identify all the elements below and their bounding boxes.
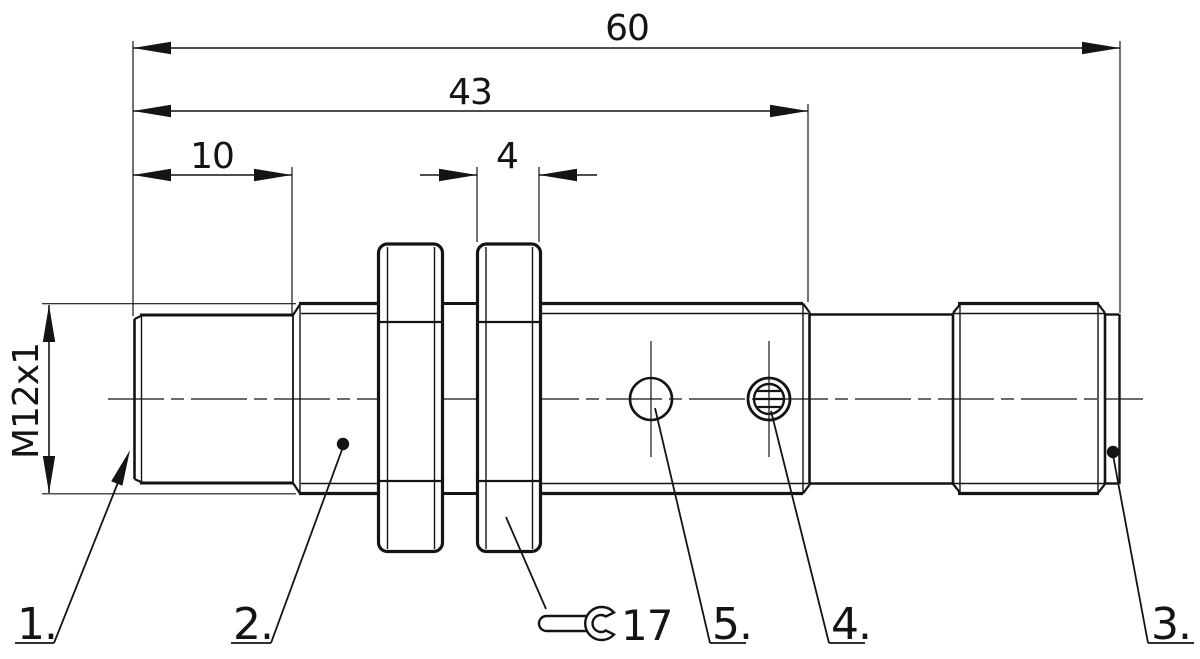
wrench-head (584, 605, 616, 642)
chamfer-diagonal (802, 302, 811, 314)
arrowhead-down (42, 456, 56, 493)
callout-2: 2. (231, 437, 350, 650)
chamfer-diagonal (802, 483, 811, 495)
leader-line (1112, 454, 1149, 644)
hex-nut-outline (475, 242, 543, 554)
callout-1: 1. (15, 450, 130, 650)
arrowhead-left (133, 41, 171, 55)
chamfer-diagonal (292, 303, 301, 316)
between-nuts-barrel (442, 302, 478, 495)
callout-label-4: 4. (831, 599, 871, 650)
callout-label-1: 1. (17, 599, 57, 650)
open-end-wrench-icon (537, 605, 616, 642)
connector-end-cap (1105, 313, 1121, 485)
callout-3: 3. (1106, 445, 1194, 650)
shoulder-section (299, 301, 379, 496)
dimension-value-60: 60 (605, 8, 649, 49)
arrowhead-left (439, 168, 477, 182)
leader-arrowhead (111, 450, 130, 486)
hex-nut-lock (475, 242, 543, 554)
dimension-value-4: 4 (496, 136, 518, 177)
thread-spec-label: M12x1 (6, 343, 47, 459)
arrowhead-right (539, 168, 577, 182)
dimension-thread-spec: M12x1 (6, 303, 296, 495)
callout-5: 5. (654, 407, 753, 650)
arrowhead-left (133, 168, 171, 182)
leader-line (654, 407, 711, 644)
dimension-value-10: 10 (190, 136, 234, 177)
chamfer-diagonal (952, 303, 962, 314)
wrench-annotation: 17 (505, 516, 673, 650)
chamfer-diagonal (952, 483, 962, 494)
leader-line (770, 410, 830, 644)
leader-dot (336, 437, 350, 451)
adjustment-screw (746, 341, 792, 457)
main-body (540, 301, 811, 496)
leader-dot (1106, 445, 1120, 459)
dimension-body-length: 43 (133, 72, 809, 302)
dimension-locknut: 4 (420, 136, 597, 242)
callout-4: 4. (770, 410, 872, 650)
callout-label-5: 5. (712, 599, 752, 650)
arrowhead-right (770, 104, 808, 118)
dimension-value-43: 43 (448, 72, 492, 113)
chamfer-diagonal (1097, 483, 1106, 494)
dimension-thread-length: 10 (133, 136, 293, 314)
hex-nut-outline (376, 242, 445, 554)
arrowhead-right (254, 168, 292, 182)
arrowhead-left (133, 104, 171, 118)
thread-section (133, 303, 301, 495)
arrowhead-right (1082, 41, 1120, 55)
arrowhead-up (42, 305, 56, 342)
callout-label-2: 2. (233, 599, 273, 650)
wrench-handle (537, 614, 592, 633)
mounting-hole (628, 341, 674, 457)
dimension-overall-length: 60 (132, 8, 1121, 316)
connector-section (951, 301, 1107, 496)
reduced-section (810, 313, 953, 485)
chamfer-diagonal (292, 482, 301, 495)
hex-nut-front (376, 242, 445, 554)
wrench-size-label: 17 (621, 601, 672, 650)
leader-line (270, 446, 344, 644)
leader-line (505, 516, 547, 610)
chamfer-diagonal (1097, 303, 1106, 314)
callout-label-3: 3. (1151, 599, 1191, 650)
leader-line (53, 474, 122, 644)
sensor-outline (133, 242, 1121, 554)
